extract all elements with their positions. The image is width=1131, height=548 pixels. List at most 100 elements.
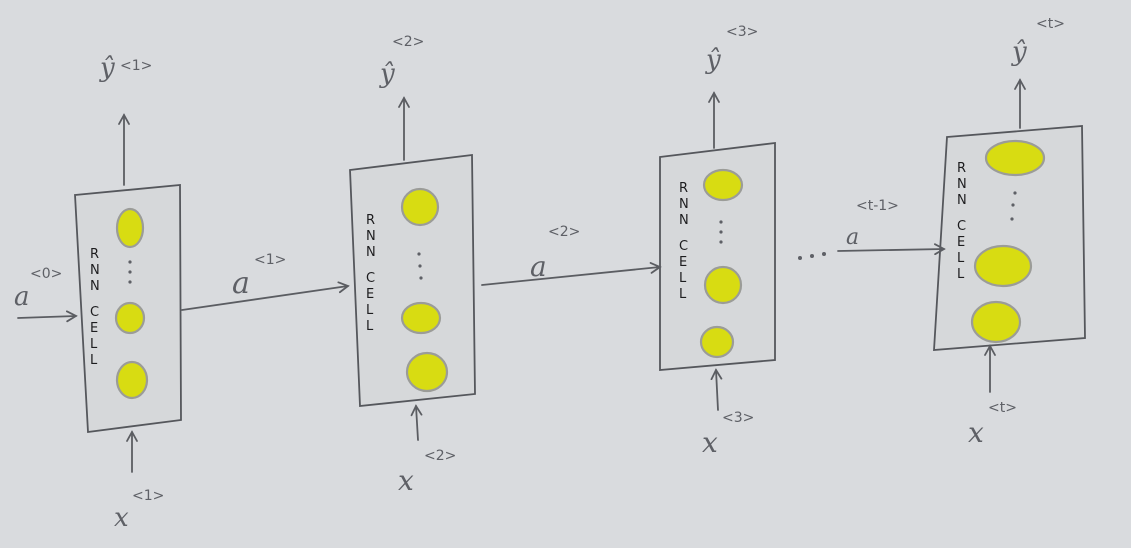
cell-label-letter: E bbox=[90, 321, 98, 336]
x2-arrow bbox=[410, 404, 423, 441]
cell-label-letter: N bbox=[957, 193, 967, 208]
cell-label-letter: N bbox=[679, 197, 689, 212]
cell-1-node-middle bbox=[114, 301, 146, 335]
ellipsis-dot bbox=[822, 252, 826, 256]
x1-step: <1> bbox=[132, 488, 164, 504]
cell-3-box bbox=[659, 141, 776, 371]
cell-3-dot bbox=[719, 240, 723, 244]
cell-label-letter: N bbox=[366, 229, 376, 244]
cell-label-letter: R bbox=[679, 181, 688, 196]
label-xt: x <t> bbox=[968, 400, 1017, 449]
cell-label-letter: N bbox=[366, 245, 376, 260]
cell-t-dot bbox=[1011, 203, 1015, 207]
label-a2: a <2> bbox=[530, 224, 580, 283]
cell-label-letter: L bbox=[679, 287, 687, 302]
label-a0: a <0> bbox=[14, 266, 62, 312]
cell-2-node-top bbox=[400, 187, 440, 227]
a0-step: <0> bbox=[30, 266, 62, 282]
a2-arrow bbox=[481, 262, 662, 286]
x3-symbol: x bbox=[702, 426, 718, 459]
cell-3-node-bottom bbox=[699, 325, 735, 359]
x2-symbol: x bbox=[398, 464, 414, 497]
xt-step: <t> bbox=[988, 400, 1017, 416]
cell-label-letter: L bbox=[90, 353, 98, 368]
cell-label-letter: N bbox=[90, 279, 100, 294]
cell-label-letter: R bbox=[90, 247, 99, 262]
label-x3: x <3> bbox=[702, 410, 754, 459]
a1-symbol: a bbox=[232, 266, 250, 301]
cell-label-letter: L bbox=[366, 303, 374, 318]
cell-label-letter: C bbox=[957, 219, 966, 234]
x1-symbol: x bbox=[114, 503, 129, 533]
yt-symbol: ŷ bbox=[1011, 37, 1027, 67]
x3-step: <3> bbox=[722, 410, 754, 426]
cell-label-letter: E bbox=[366, 287, 374, 302]
ellipsis-dot bbox=[798, 256, 802, 260]
cell-label-letter: E bbox=[957, 235, 965, 250]
label-x2: x <2> bbox=[398, 448, 456, 497]
a2-symbol: a bbox=[530, 250, 547, 283]
ellipsis-dots bbox=[798, 252, 826, 260]
x3-arrow bbox=[710, 368, 723, 411]
at-1-symbol: a bbox=[846, 225, 859, 250]
label-a1: a <1> bbox=[232, 252, 286, 301]
y3-symbol: ŷ bbox=[705, 45, 721, 75]
cell-label-letter: C bbox=[90, 305, 99, 320]
cell-1-dot bbox=[128, 260, 132, 264]
a2-step: <2> bbox=[548, 224, 580, 240]
cell-1-dot bbox=[128, 280, 132, 284]
label-at-1: a <t-1> bbox=[846, 198, 899, 250]
label-y3: ŷ <3> bbox=[705, 24, 758, 75]
y2-symbol: ŷ bbox=[379, 59, 395, 89]
at-1-step: <t-1> bbox=[856, 198, 899, 214]
cell-label-letter: N bbox=[957, 177, 967, 192]
cell-label-letter: L bbox=[957, 267, 965, 282]
x2-step: <2> bbox=[424, 448, 456, 464]
label-x1: x <1> bbox=[114, 488, 164, 533]
cell-label-letter: R bbox=[366, 213, 375, 228]
cell-3-dot bbox=[719, 220, 723, 224]
cell-t-dot bbox=[1010, 217, 1014, 221]
cell-2-box bbox=[349, 153, 476, 407]
cell-1-node-top bbox=[115, 207, 145, 249]
label-y1: ŷ <1> bbox=[99, 53, 152, 83]
a0-arrow bbox=[17, 310, 78, 323]
label-yt: ŷ <t> bbox=[1011, 16, 1065, 67]
cell-label-letter: E bbox=[679, 255, 687, 270]
ellipsis-dot bbox=[810, 254, 814, 258]
cell-1-dot bbox=[128, 270, 132, 274]
cell-label-letter: L bbox=[957, 251, 965, 266]
cell-2-node-bottom bbox=[405, 351, 449, 393]
cell-2-dot bbox=[418, 264, 422, 268]
cell-label-letter: L bbox=[366, 319, 374, 334]
cell-label-letter: R bbox=[957, 161, 966, 176]
cell-label-letter: N bbox=[90, 263, 100, 278]
cell-label-letter: L bbox=[90, 337, 98, 352]
y1-symbol: ŷ bbox=[99, 53, 115, 83]
a1-arrow bbox=[181, 281, 350, 311]
cell-label-letter: L bbox=[679, 271, 687, 286]
cell-t-dot bbox=[1013, 191, 1017, 195]
cell-label-letter: C bbox=[366, 271, 375, 286]
cell-2-dot bbox=[417, 252, 421, 256]
cell-label-letter: N bbox=[679, 213, 689, 228]
y2-step: <2> bbox=[392, 34, 424, 50]
xt-symbol: x bbox=[968, 416, 984, 449]
a1-step: <1> bbox=[254, 252, 286, 268]
cell-t-node-top bbox=[984, 139, 1046, 177]
a0-symbol: a bbox=[14, 282, 30, 312]
cell-t-node-bottom bbox=[970, 300, 1022, 344]
yt-step: <t> bbox=[1036, 16, 1065, 32]
at-1-arrow bbox=[837, 243, 946, 256]
cell-3-node-top bbox=[702, 168, 744, 202]
